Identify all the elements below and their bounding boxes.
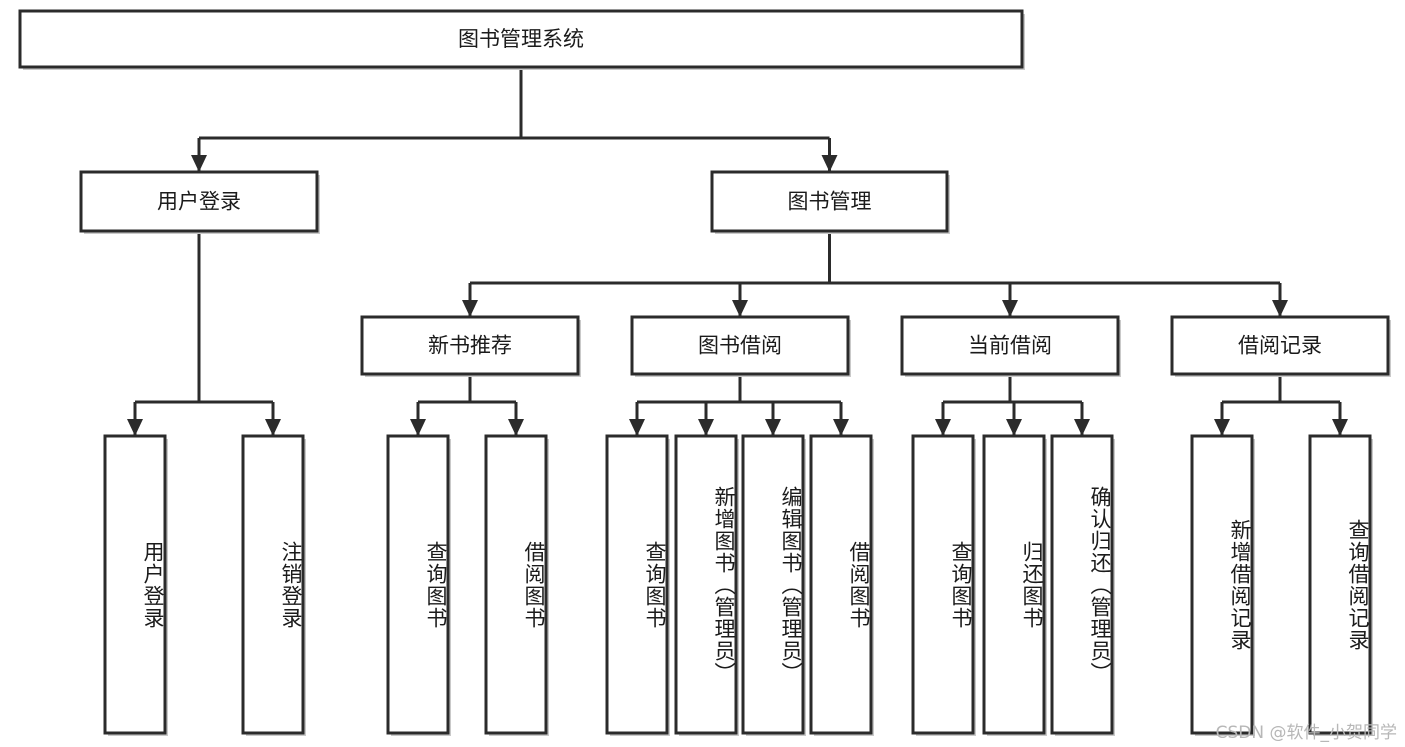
node-box-leaf-query-record[interactable] [1308,434,1372,735]
arrow-head [1006,419,1022,436]
node-box-borrow[interactable] [630,315,850,376]
arrow-head [1272,300,1288,317]
node-label-records: 借阅记录 [1238,334,1322,358]
node-box-leaf-user-login[interactable] [103,434,167,735]
node-box-current[interactable] [900,315,1120,376]
arrow-head [462,300,478,317]
node-label-borrow: 图书借阅 [698,334,782,358]
box-layer [18,9,1391,736]
node-label-root: 图书管理系统 [458,27,584,51]
node-box-login[interactable] [79,170,319,233]
watermark: CSDN @软件_小贺同学 [1215,723,1397,743]
node-box-leaf-return-book[interactable] [982,434,1046,735]
node-box-newbook[interactable] [360,315,580,376]
arrow-head [821,155,838,172]
arrow-head [1332,419,1348,436]
arrow-head [935,419,951,436]
node-box-leaf-edit-book[interactable] [741,434,805,735]
node-label-current: 当前借阅 [968,334,1052,358]
arrow-head [698,419,714,436]
arrow-head [1214,419,1230,436]
connector-layer [127,67,1348,436]
arrow-head [127,419,143,436]
node-box-leaf-query-book-3[interactable] [911,434,975,735]
arrow-head [732,300,748,317]
node-label-bookmgmt: 图书管理 [788,190,872,214]
arrow-head [1074,419,1090,436]
node-box-leaf-query-book-1[interactable] [386,434,450,735]
node-label-login: 用户登录 [157,190,241,214]
node-box-leaf-add-book[interactable] [674,434,738,735]
node-box-leaf-borrow-book-1[interactable] [484,434,548,735]
arrow-head [629,419,645,436]
node-box-leaf-borrow-book-2[interactable] [809,434,873,735]
node-box-root[interactable] [18,9,1024,69]
arrow-head [833,419,849,436]
node-box-records[interactable] [1170,315,1390,376]
arrow-head [508,419,524,436]
node-label-newbook: 新书推荐 [428,334,512,358]
node-box-leaf-query-book-2[interactable] [605,434,669,735]
node-box-leaf-confirm-return[interactable] [1050,434,1114,735]
arrow-head [1002,300,1018,317]
arrow-head [410,419,426,436]
arrow-head [265,419,281,436]
node-box-leaf-add-record[interactable] [1190,434,1254,735]
arrow-head [765,419,781,436]
node-box-bookmgmt[interactable] [710,170,949,233]
arrow-head [191,155,207,172]
node-box-leaf-logout[interactable] [241,434,305,735]
